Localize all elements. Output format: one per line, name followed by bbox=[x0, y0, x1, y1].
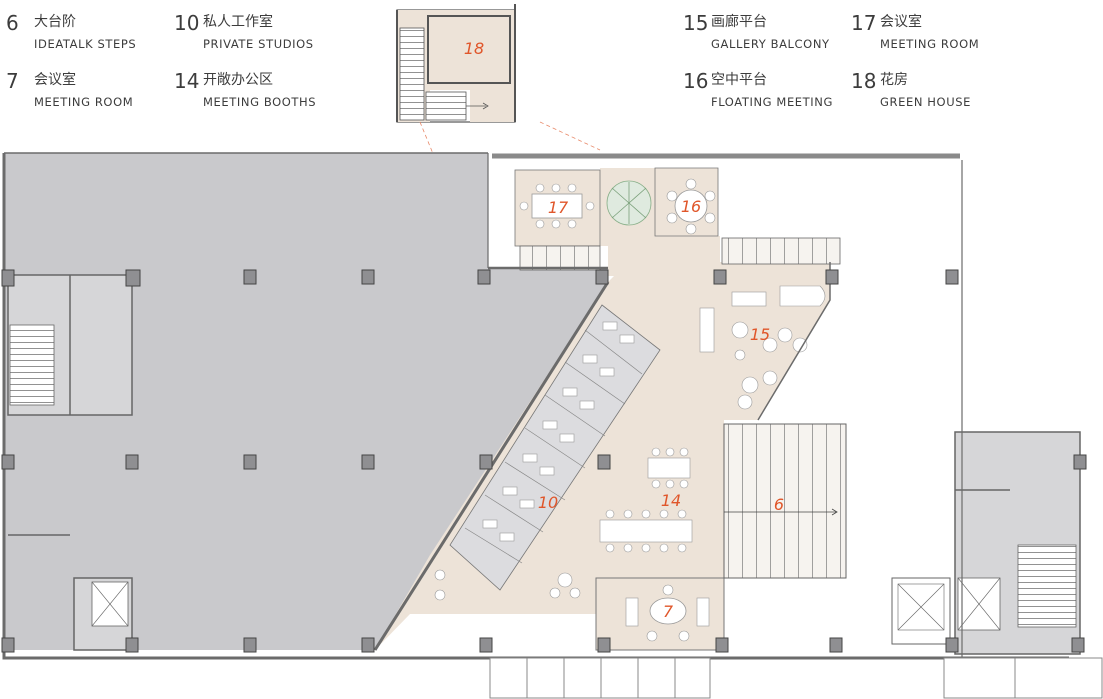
legend-label-cn: 私人工作室 bbox=[203, 14, 273, 30]
legend-label-cn: 大台阶 bbox=[34, 14, 76, 30]
legend-number: 10 bbox=[174, 11, 200, 35]
stair-terrace bbox=[519, 245, 601, 271]
legend-number: 6 bbox=[6, 11, 19, 35]
office-chairs bbox=[434, 447, 689, 601]
room-labels: 18 17 16 15 14 10 6 7 bbox=[464, 39, 784, 621]
legend-label-en: GALLERY BALCONY bbox=[711, 37, 830, 51]
legend-label-en: MEETING BOOTHS bbox=[203, 95, 317, 109]
legend-number: 16 bbox=[683, 69, 709, 93]
room-label-16: 16 bbox=[681, 197, 701, 216]
studio-desks bbox=[482, 321, 635, 542]
room-label-7: 7 bbox=[663, 602, 674, 621]
legend-label-en: MEETING ROOM bbox=[880, 37, 980, 51]
studio-partition bbox=[464, 527, 523, 564]
legend-label-en: FLOATING MEETING bbox=[711, 95, 834, 109]
room-label-18: 18 bbox=[464, 39, 484, 58]
meeting-7-furniture bbox=[625, 584, 710, 642]
facade-windows bbox=[489, 657, 1103, 699]
legend-label-cn: 会议室 bbox=[880, 14, 922, 30]
open-office-tables bbox=[599, 457, 693, 543]
tree-icon bbox=[606, 180, 652, 226]
room-label-10: 10 bbox=[538, 493, 558, 512]
studio-partition bbox=[484, 494, 544, 533]
right-core bbox=[891, 431, 1081, 655]
legend-number: 14 bbox=[174, 69, 200, 93]
legend-label-cn: 画廊平台 bbox=[711, 14, 767, 30]
left-core bbox=[7, 274, 133, 651]
stair-upper bbox=[721, 237, 841, 265]
legend-label-cn: 开敞办公区 bbox=[203, 72, 273, 88]
legend-label-en: PRIVATE STUDIOS bbox=[203, 37, 314, 51]
legend-label-cn: 会议室 bbox=[34, 72, 76, 88]
legend-number: 15 bbox=[683, 11, 709, 35]
studio-partition bbox=[504, 461, 566, 501]
room-label-15: 15 bbox=[750, 325, 770, 344]
studio-partition bbox=[564, 361, 626, 405]
legend-number: 7 bbox=[6, 69, 19, 93]
room-label-6: 6 bbox=[774, 495, 784, 514]
room-label-14: 14 bbox=[661, 491, 681, 510]
inset-green-house-detail bbox=[396, 4, 516, 123]
legend-label-cn: 空中平台 bbox=[711, 72, 767, 88]
legend-number: 18 bbox=[851, 69, 877, 93]
legend-label-cn: 花房 bbox=[880, 72, 908, 88]
legend-label-en: MEETING ROOM bbox=[34, 95, 134, 109]
studio-partition bbox=[544, 394, 606, 437]
void-area bbox=[4, 153, 608, 650]
studio-partition bbox=[584, 329, 643, 375]
ideatalk-steps bbox=[723, 423, 847, 579]
legend-number: 17 bbox=[851, 11, 877, 35]
inset-leader-line bbox=[539, 121, 601, 151]
gallery-furniture bbox=[699, 285, 826, 410]
floating-meeting-table bbox=[666, 178, 716, 235]
room-label-17: 17 bbox=[548, 198, 569, 217]
steps-arrow-head bbox=[831, 508, 838, 516]
legend-label-en: IDEATALK STEPS bbox=[34, 37, 137, 51]
legend-label-en: GREEN HOUSE bbox=[880, 95, 971, 109]
studio-partition bbox=[524, 427, 586, 469]
meeting-17-table bbox=[519, 183, 595, 229]
structural-columns bbox=[1, 269, 1087, 653]
